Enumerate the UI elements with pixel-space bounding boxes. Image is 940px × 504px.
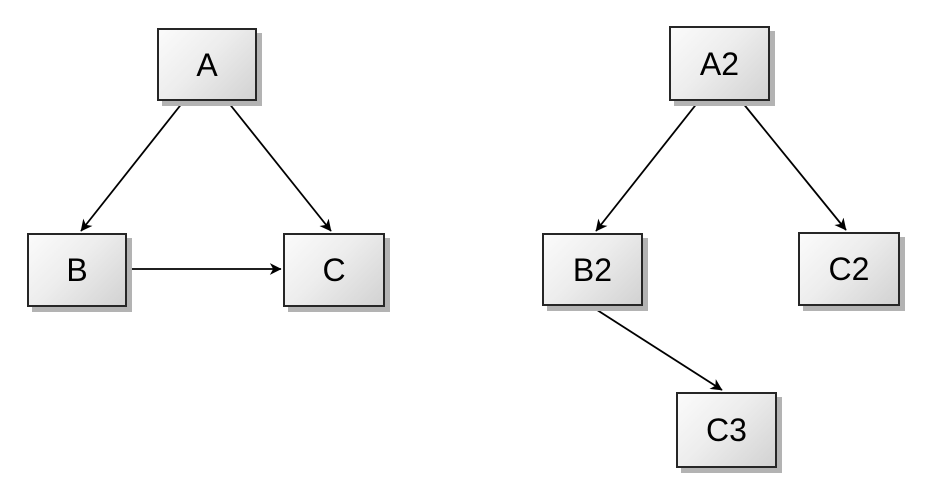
node-label: C3 [706,412,747,448]
edge-A2-to-C2 [741,101,847,231]
node-C[interactable]: C [283,233,385,307]
node-label: C2 [828,251,870,287]
node-B[interactable]: B [27,233,127,307]
node-A[interactable]: A [157,28,257,101]
node-C3[interactable]: C3 [676,392,777,468]
node-label: B [66,252,88,288]
edge-A-to-C [227,101,332,232]
node-C2[interactable]: C2 [798,232,900,306]
node-label: A [196,46,218,83]
node-B2[interactable]: B2 [542,233,643,306]
node-A2[interactable]: A2 [669,26,770,101]
edge-A2-to-B2 [595,101,699,232]
node-label: B2 [572,251,613,288]
edge-B2-to-C3 [593,307,723,391]
node-label: A2 [699,45,740,82]
node-label: C [322,252,346,288]
edge-A-to-B [80,101,184,232]
